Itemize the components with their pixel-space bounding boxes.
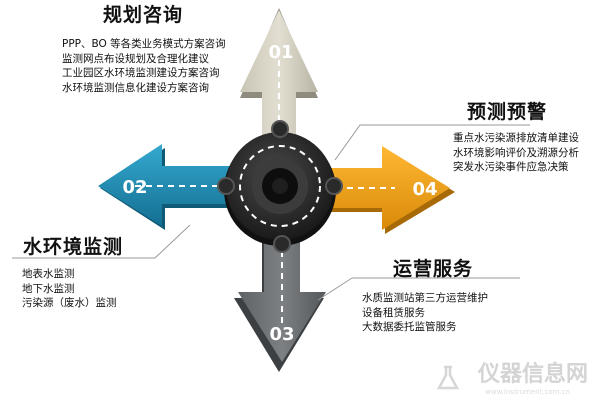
water-monitoring-item: 地表水监测 — [22, 268, 75, 280]
planning-item: 监测网点布设规划及合理化建议 — [62, 52, 209, 65]
operation-item: 大数据委托监管服务 — [362, 321, 457, 333]
warning-item: 突发水污染事件应急决策 — [453, 161, 569, 173]
warning-item: 水环境影响评价及溯源分析 — [453, 146, 579, 159]
planning-title: 规划咨询 — [103, 4, 184, 26]
operation-title: 运营服务 — [393, 258, 474, 280]
arrow-left-water-monitoring — [98, 144, 240, 230]
operation-items: 水质监测站第三方运营维护 设备租赁服务 大数据委托监管服务 — [362, 291, 488, 335]
planning-item: PPP、BO 等各类业务模式方案咨询 — [62, 38, 226, 50]
number-02: 02 — [122, 177, 147, 198]
watermark-brand: 仪器信息网 — [477, 362, 588, 387]
water-monitoring-item: 地下水监测 — [22, 282, 75, 295]
watermark-url: www.instrument.com.cn — [485, 388, 570, 396]
water-monitoring-items: 地表水监测 地下水监测 污染源（废水）监测 — [22, 267, 117, 311]
central-hub — [217, 120, 343, 253]
planning-item: 水环境监测信息化建设方案咨询 — [62, 81, 209, 94]
operation-item: 水质监测站第三方运营维护 — [362, 292, 488, 304]
operation-item: 设备租赁服务 — [362, 306, 425, 319]
warning-item: 重点水污染源排放清单建设 — [453, 132, 579, 144]
water-monitoring-title: 水环境监测 — [23, 236, 124, 258]
water-monitoring-item: 污染源（废水）监测 — [22, 297, 117, 309]
leader-line-warning-bend — [334, 124, 410, 161]
flask-logo-icon — [436, 365, 460, 390]
leader-line-operation-bend — [317, 277, 353, 301]
number-03: 03 — [269, 324, 294, 345]
warning-title: 预测预警 — [467, 101, 548, 123]
number-04: 04 — [412, 179, 437, 200]
leader-line-water — [12, 224, 191, 259]
planning-items: PPP、BO 等各类业务模式方案咨询 监测网点布设规划及合理化建议 工业园区水环… — [62, 37, 226, 95]
warning-items: 重点水污染源排放清单建设 水环境影响评价及溯源分析 突发水污染事件应急决策 — [453, 131, 579, 175]
arrow-down-operation — [234, 225, 326, 372]
number-01: 01 — [268, 42, 293, 63]
planning-item: 工业园区水环境监测建设方案咨询 — [62, 67, 220, 79]
